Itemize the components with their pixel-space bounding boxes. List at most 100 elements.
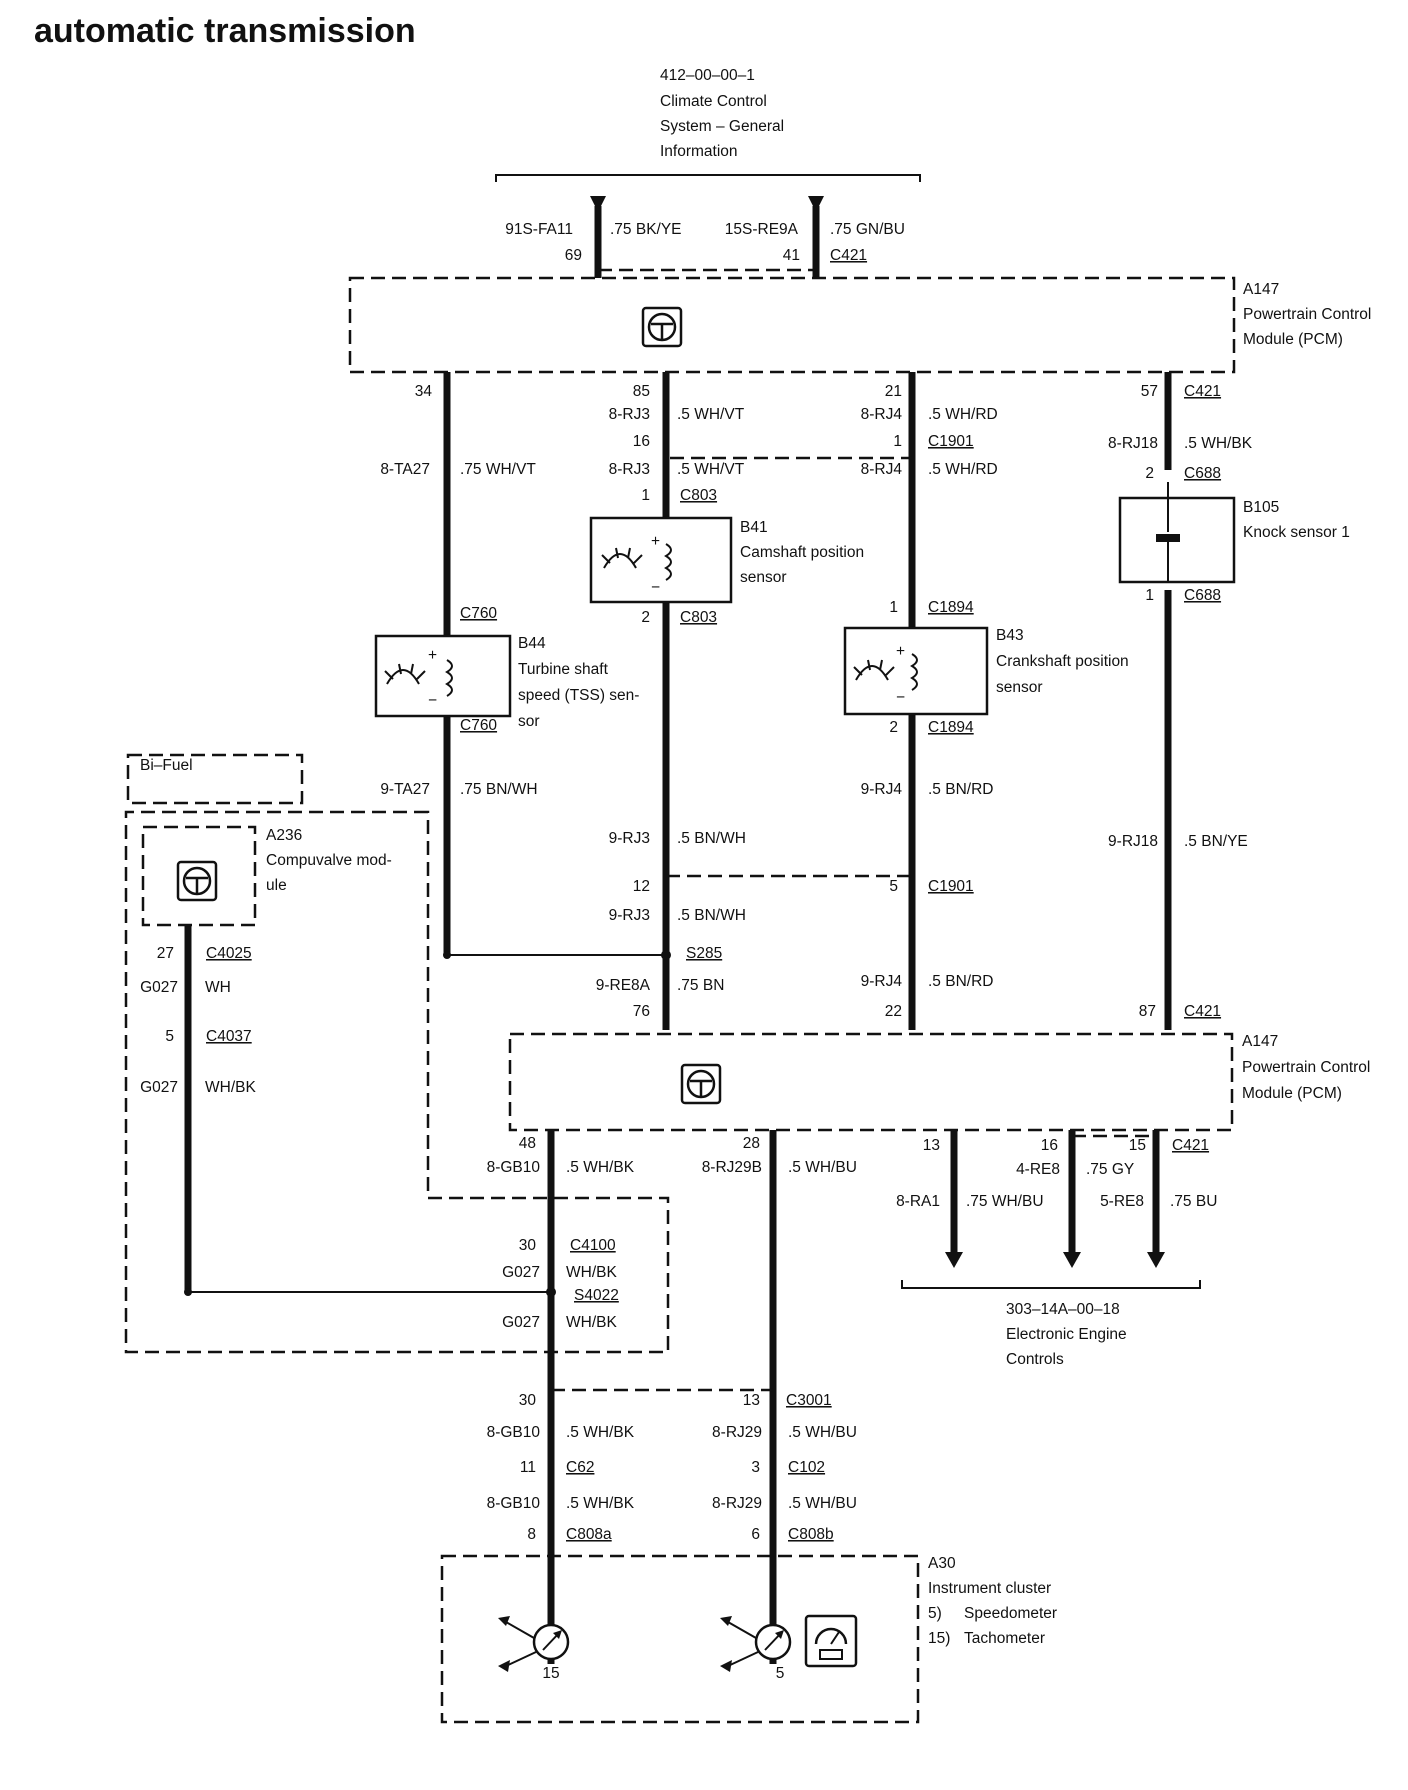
label-b4-circ: 8-GB10	[487, 1424, 541, 1441]
arrow-down-icon	[945, 1252, 963, 1268]
label-k3-circ: 9-RJ4	[861, 781, 903, 798]
compuvalve-id: A236	[266, 827, 302, 844]
label-p22: 22	[885, 1003, 902, 1020]
bifuel-label-box	[126, 753, 304, 805]
pcm-top-id: A147	[1243, 281, 1279, 298]
climate-control-reference: 412–00–00–1 Climate Control System – Gen…	[495, 67, 921, 212]
label-c1-circ: 8-RJ3	[609, 406, 650, 423]
label-p1-c1894: 1	[889, 599, 898, 616]
cluster-item-1-name: Speedometer	[964, 1605, 1057, 1622]
sensor-b43-box	[843, 626, 989, 716]
label-p27: 27	[157, 945, 174, 962]
label-w1-pin: 69	[565, 247, 582, 264]
pcm-bottom-id: A147	[1242, 1033, 1278, 1050]
label-p1-c688: 1	[1145, 587, 1154, 604]
label-k4-circ: 9-RJ4	[861, 973, 903, 990]
pcm-bottom-line-2: Module (PCM)	[1242, 1085, 1342, 1102]
label-s2-spec: .5 WH/BU	[788, 1424, 857, 1441]
pcm-top-line-2: Module (PCM)	[1243, 331, 1343, 348]
label-b1-spec: .5 WH/BK	[566, 1159, 635, 1176]
label-g1-spec: WH	[205, 979, 231, 996]
label-e2-circ: 4-RE8	[1016, 1161, 1060, 1178]
cluster-outline	[440, 1554, 920, 1724]
label-s1-spec: .5 WH/BU	[788, 1159, 857, 1176]
label-k1-circ: 8-RJ4	[861, 406, 903, 423]
label-p76: 76	[633, 1003, 650, 1020]
label-p13b: 13	[743, 1392, 760, 1409]
sensor-icon	[384, 663, 426, 685]
sensor-b44: + − B44 Turbine shaft speed (TSS) sen- s…	[374, 634, 639, 730]
label-p12: 12	[633, 878, 650, 895]
label-c421-r1: C421	[1184, 383, 1221, 400]
label-e3-spec: .75 BU	[1170, 1193, 1217, 1210]
sensor-b41-id: B41	[740, 519, 768, 536]
svg-text:+: +	[428, 647, 437, 664]
label-p16: 16	[633, 433, 650, 450]
label-p57: 57	[1141, 383, 1158, 400]
sensor-b43-id: B43	[996, 627, 1024, 644]
label-g2-spec: WH/BK	[205, 1079, 256, 1096]
svg-text:−: −	[428, 692, 437, 709]
coil-icon	[910, 653, 918, 691]
sensor-b43-line-2: sensor	[996, 679, 1043, 696]
svg-text:+: +	[651, 533, 660, 550]
eec-ref-bracket	[901, 1280, 1201, 1289]
knock-element-icon	[1156, 534, 1180, 542]
label-t1-circ: 8-TA27	[380, 461, 430, 478]
label-c803-b: C803	[680, 609, 717, 626]
label-b4-spec: .5 WH/BK	[566, 1424, 635, 1441]
svg-text:−: −	[651, 579, 660, 596]
cluster-pin-tach: 15	[542, 1665, 559, 1682]
label-p34: 34	[415, 383, 433, 400]
label-g2-circ: G027	[140, 1079, 178, 1096]
label-c2-circ: 8-RJ3	[609, 461, 650, 478]
label-c2-spec: .5 WH/VT	[677, 461, 745, 478]
label-c760-a: C760	[460, 605, 497, 622]
sensor-icon	[853, 659, 895, 681]
label-e3-circ: 5-RE8	[1100, 1193, 1144, 1210]
pcm-top-outline	[348, 276, 1236, 374]
label-p2-c1894: 2	[889, 719, 898, 736]
label-w1-circ: 91S-FA11	[505, 221, 573, 238]
sensor-b41: + − B41 Camshaft position sensor	[589, 516, 864, 604]
sensor-b44-line-1: Turbine shaft	[518, 661, 609, 678]
label-c808b: C808b	[788, 1526, 834, 1543]
label-p21: 21	[885, 383, 902, 400]
label-c4100: C4100	[570, 1237, 616, 1254]
sensor-b41-line-1: Camshaft position	[740, 544, 864, 561]
sensor-b105-line-1: Knock sensor 1	[1243, 524, 1350, 541]
label-c102: C102	[788, 1459, 825, 1476]
splice-s4022	[546, 1287, 556, 1297]
eec-ref-line-2: Controls	[1006, 1351, 1064, 1368]
compuvalve-outline	[141, 825, 257, 927]
label-c3-circ: 9-RJ3	[609, 830, 650, 847]
instrument-cluster: 15 5 A30 Instrument cluster 5) Speedomet…	[440, 1554, 1057, 1724]
label-b3-spec: WH/BK	[566, 1314, 617, 1331]
label-e2-spec: .75 GY	[1086, 1161, 1134, 1178]
sensor-b44-line-2: speed (TSS) sen-	[518, 687, 639, 704]
arrow-up-left	[590, 196, 606, 212]
label-c760-b: C760	[460, 717, 497, 734]
pcm-bottom: A147 Powertrain Control Module (PCM)	[508, 1032, 1370, 1132]
label-n1-circ: 8-RJ18	[1108, 435, 1158, 452]
label-p8: 8	[527, 1526, 536, 1543]
label-c808a: C808a	[566, 1526, 612, 1543]
climate-ref-bracket	[495, 174, 921, 182]
label-c4-spec: .5 BN/WH	[677, 907, 746, 924]
label-e1-spec: .75 WH/BU	[966, 1193, 1044, 1210]
sensor-icon	[601, 547, 643, 569]
label-k4-spec: .5 BN/RD	[928, 973, 993, 990]
label-g1-circ: G027	[140, 979, 178, 996]
module-icon	[182, 866, 212, 896]
sensor-b44-id: B44	[518, 635, 546, 652]
label-s285: S285	[686, 945, 722, 962]
label-p30b: 30	[519, 1392, 537, 1409]
eec-ref-code: 303–14A–00–18	[1006, 1301, 1120, 1318]
coil-icon	[445, 659, 453, 697]
label-c1894-b: C1894	[928, 719, 974, 736]
compuvalve-line-2: ule	[266, 877, 287, 894]
label-c5-circ: 9-RE8A	[596, 977, 651, 994]
label-c688-b: C688	[1184, 587, 1221, 604]
